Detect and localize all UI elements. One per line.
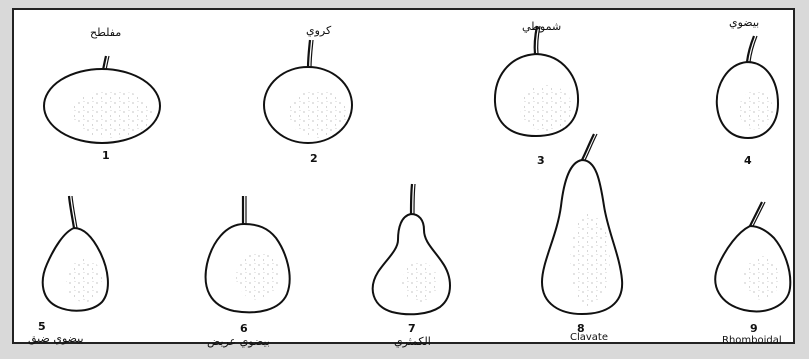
shape-number: 9 (750, 322, 758, 335)
rhomboidal-fruit-drawing (14, 10, 797, 346)
shape-label: Rhomboidal (722, 335, 782, 346)
fruit-shapes-diagram: مفلطح 1 كروي 2 شموطي (12, 8, 795, 344)
